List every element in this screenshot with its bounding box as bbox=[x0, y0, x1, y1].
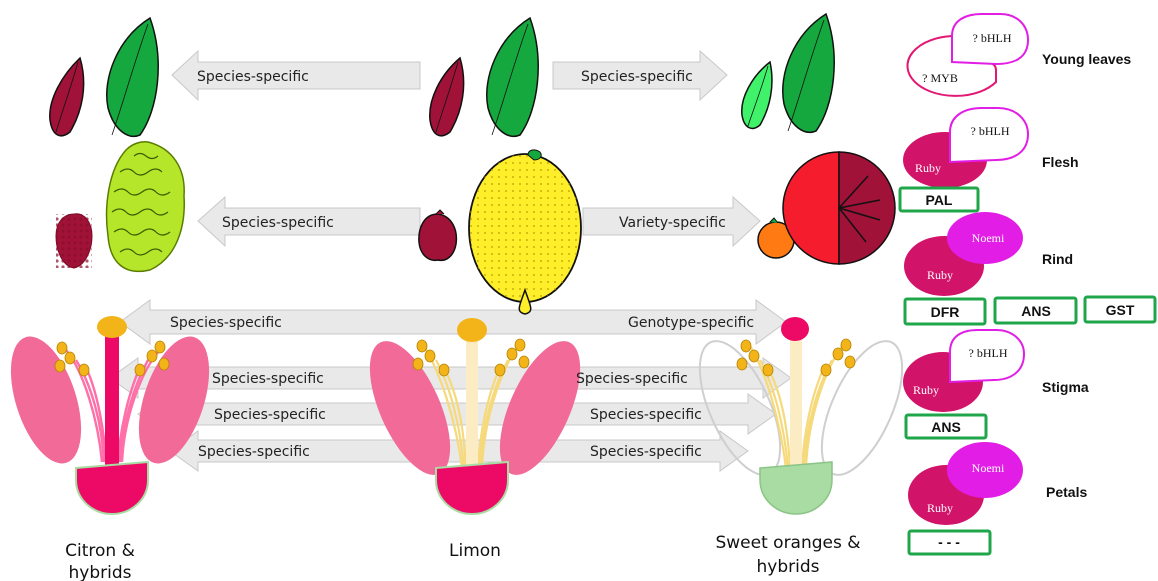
label-petal-right: Species-specific bbox=[576, 371, 688, 387]
red-fruit-icon bbox=[419, 214, 456, 260]
tf-ruby-rind: Ruby bbox=[927, 268, 953, 282]
label-ovary-right: Species-specific bbox=[590, 444, 702, 460]
tf-ruby-stigma: Ruby bbox=[913, 383, 939, 397]
tissue-name-rind: Rind bbox=[1042, 251, 1073, 267]
tissue-flesh: ? bHLH Ruby PAL Flesh bbox=[900, 108, 1079, 211]
light-green-leaf-icon bbox=[742, 62, 772, 128]
arrow-labels: Species-specific Species-specific Specie… bbox=[170, 69, 754, 460]
citron-label-2: hybrids bbox=[69, 563, 132, 581]
tissue-name-stigma: Stigma bbox=[1042, 379, 1089, 395]
orange-label-2: hybrids bbox=[757, 557, 820, 577]
plant-labels: Citron & hybrids Limon Sweet oranges & h… bbox=[65, 533, 860, 581]
tissue-name-flesh: Flesh bbox=[1042, 154, 1079, 170]
tissue-petals: Noemi Ruby - - - Petals bbox=[908, 442, 1087, 554]
tf-ruby-petals: Ruby bbox=[927, 501, 953, 515]
orange-label-1: Sweet oranges & bbox=[715, 533, 860, 553]
label-filament-right: Species-specific bbox=[590, 407, 702, 423]
green-leaf-icon bbox=[487, 18, 538, 136]
fruit-row bbox=[56, 142, 895, 314]
blood-orange-icon bbox=[783, 152, 895, 264]
tf-myb-leaves: ? MYB bbox=[922, 71, 958, 85]
gene-dfr: DFR bbox=[931, 304, 960, 320]
gene-pal: PAL bbox=[926, 192, 953, 208]
label-fruit-right: Variety-specific bbox=[619, 215, 726, 231]
limon-label: Limon bbox=[449, 541, 501, 561]
label-ovary-left: Species-specific bbox=[198, 444, 310, 460]
red-leaf-icon bbox=[430, 58, 464, 136]
label-stigma-right: Genotype-specific bbox=[628, 315, 754, 331]
limon-flower-icon bbox=[353, 318, 596, 514]
tissue-name-leaves: Young leaves bbox=[1042, 51, 1131, 67]
tf-noemi-petals: Noemi bbox=[972, 461, 1005, 475]
tissue-stigma: ? bHLH Ruby ANS Stigma bbox=[903, 330, 1089, 438]
label-fruit-left: Species-specific bbox=[222, 215, 334, 231]
label-filament-left: Species-specific bbox=[214, 407, 326, 423]
green-leaf-icon bbox=[107, 18, 158, 136]
gene-ans: ANS bbox=[1021, 303, 1051, 319]
citron-flower-icon bbox=[0, 316, 223, 514]
label-stigma-left: Species-specific bbox=[170, 315, 282, 331]
tissue-young-leaves: ? bHLH ? MYB Young leaves bbox=[907, 14, 1131, 96]
tissue-name-petals: Petals bbox=[1046, 484, 1087, 500]
tf-noemi-rind: Noemi bbox=[972, 231, 1005, 245]
label-leaves-left: Species-specific bbox=[197, 69, 309, 85]
citron-fruit-icon bbox=[107, 142, 185, 272]
label-leaves-right: Species-specific bbox=[581, 69, 693, 85]
tf-bhlh-stigma: ? bHLH bbox=[969, 346, 1008, 360]
tissue-rind: Noemi Ruby DFR ANS GST Rind bbox=[904, 212, 1155, 324]
label-petal-left: Species-specific bbox=[212, 371, 324, 387]
tf-ruby-flesh: Ruby bbox=[915, 161, 941, 175]
tf-bhlh-leaves: ? bHLH bbox=[973, 31, 1012, 45]
green-leaf-icon bbox=[783, 14, 834, 132]
red-leaf-icon bbox=[50, 58, 84, 136]
citron-label-1: Citron & bbox=[65, 541, 135, 561]
gene-ans-stigma: ANS bbox=[931, 419, 961, 435]
gene-none-petals: - - - bbox=[938, 534, 960, 550]
gene-gst: GST bbox=[1106, 302, 1135, 318]
tf-bhlh-flesh: ? bHLH bbox=[971, 124, 1010, 138]
